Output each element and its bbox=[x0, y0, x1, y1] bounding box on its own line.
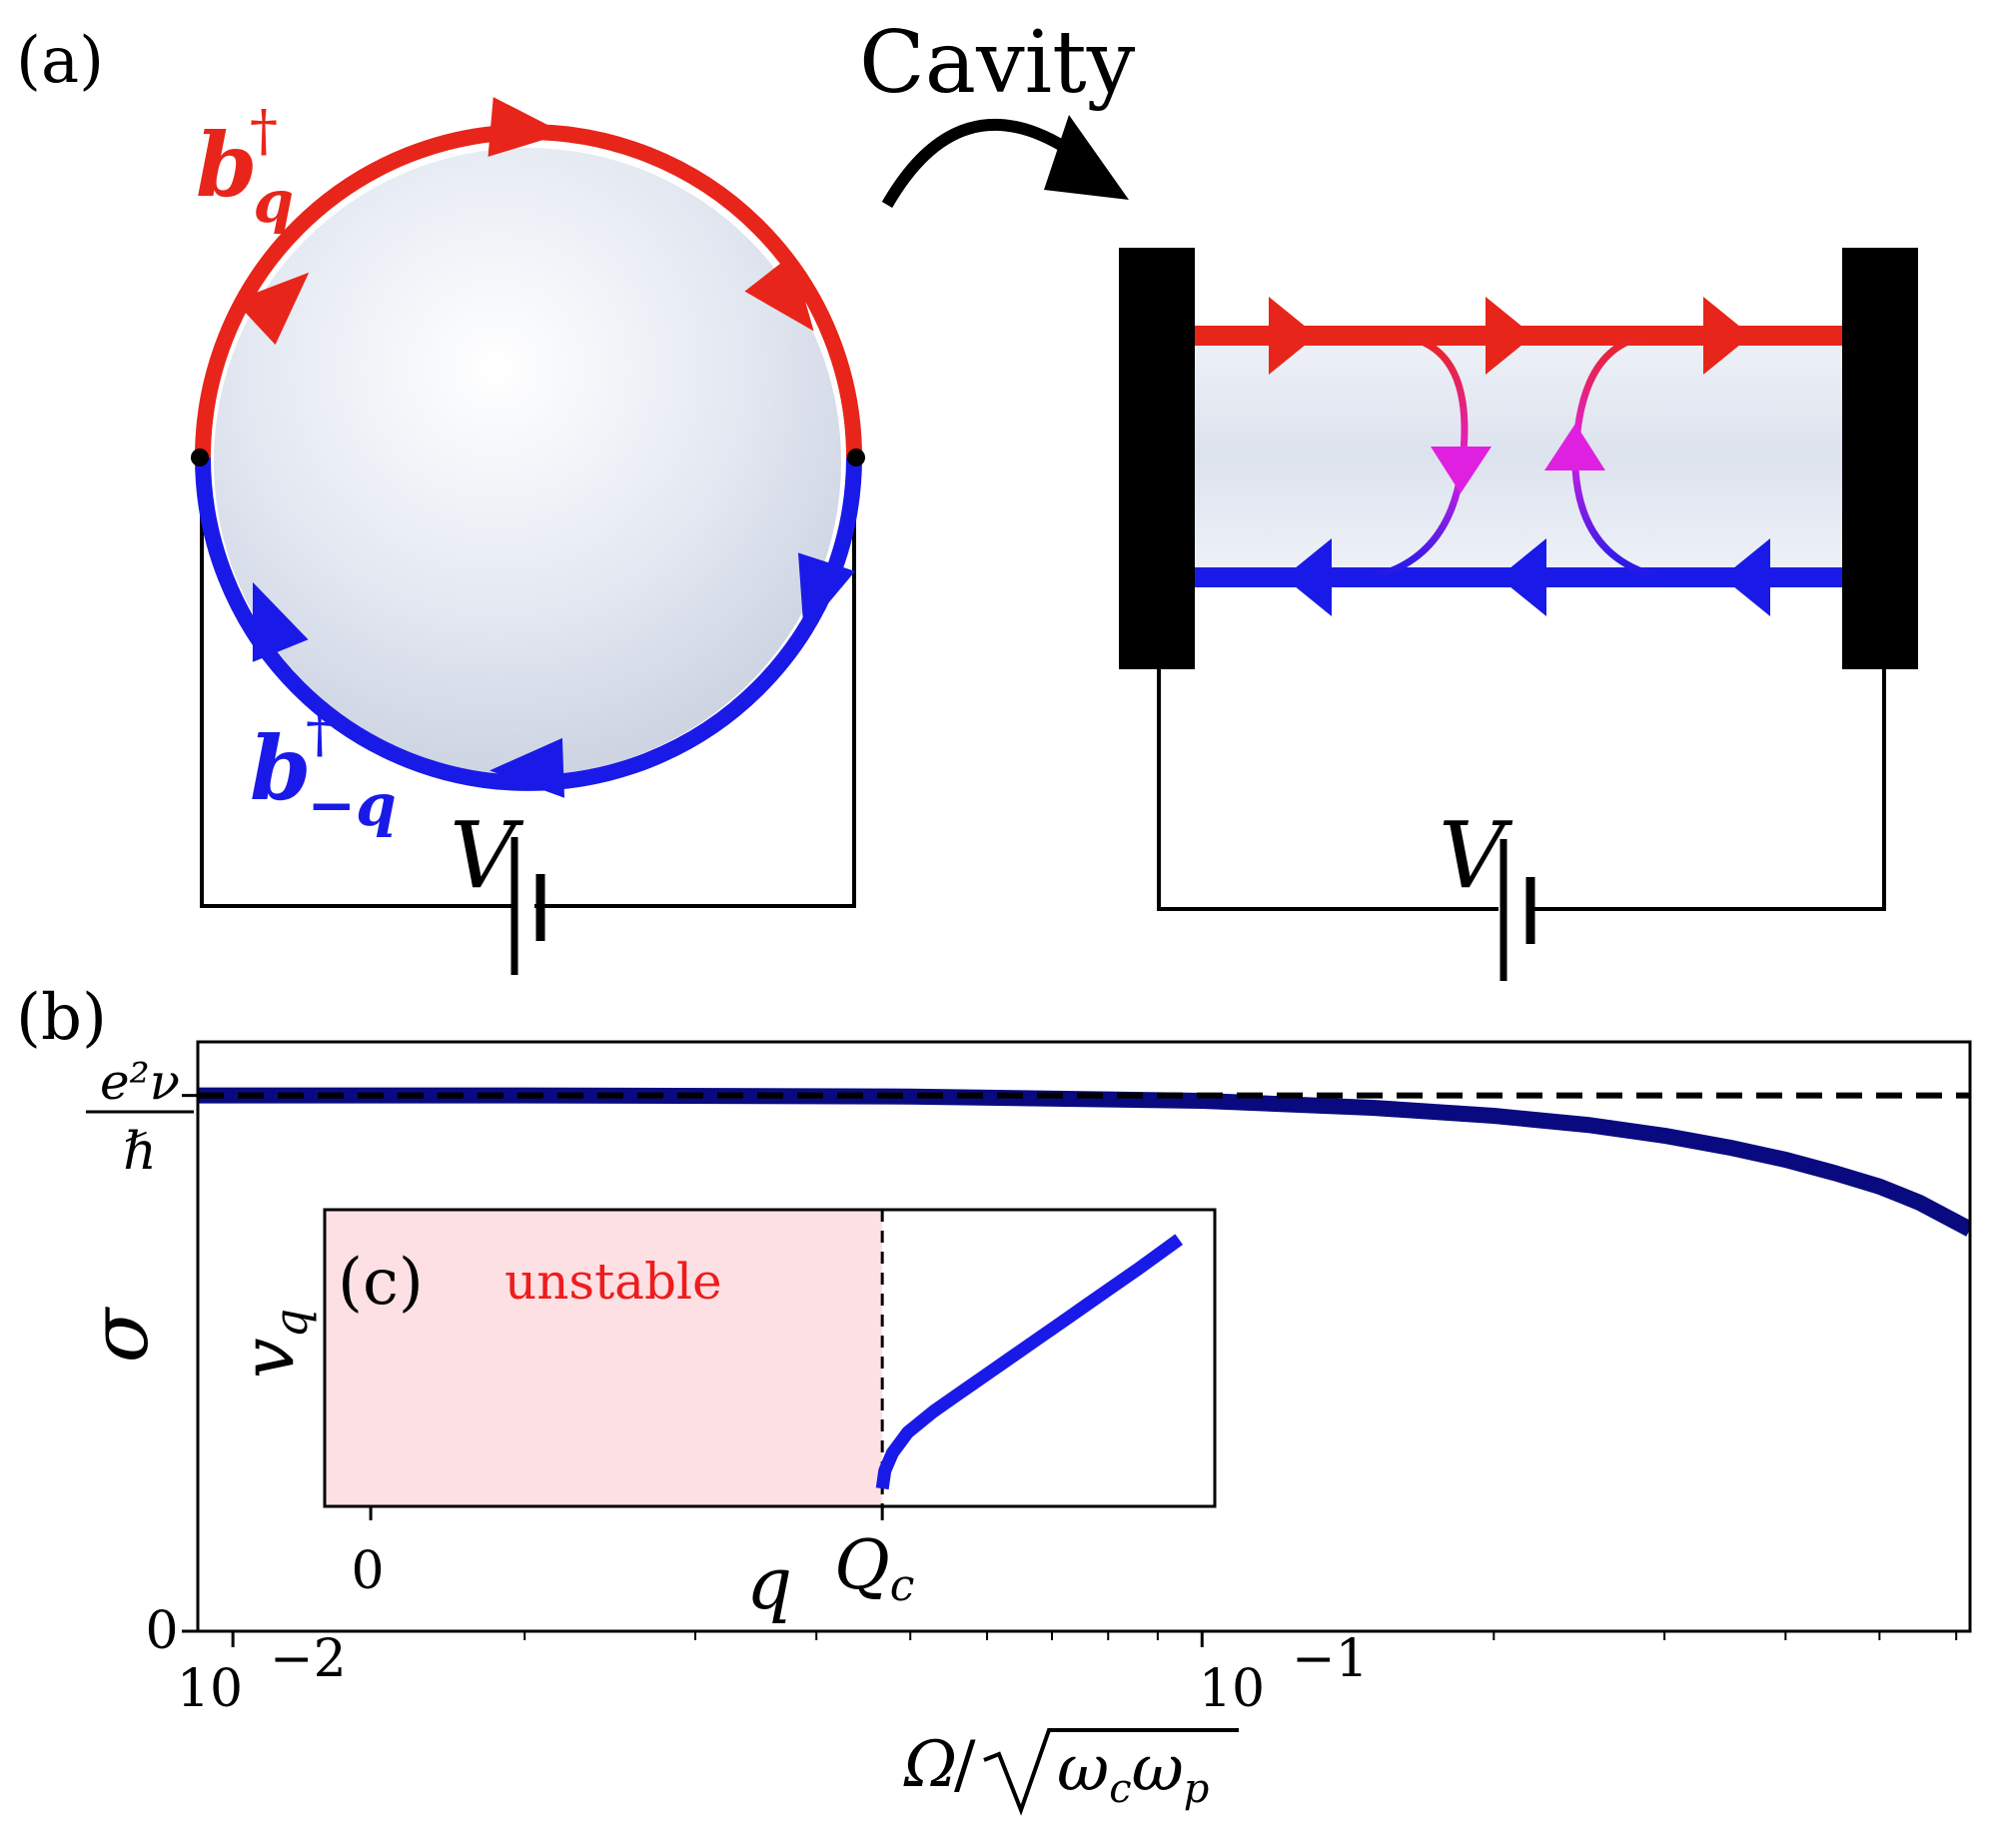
svg-text:−1: −1 bbox=[1292, 1629, 1369, 1689]
inset-y-label: vq bbox=[226, 1309, 318, 1379]
svg-text:ωcωp: ωcωp bbox=[1057, 1732, 1209, 1812]
plot-frame bbox=[196, 1040, 1972, 1633]
left-mirror bbox=[1119, 248, 1195, 669]
svg-text:10: 10 bbox=[177, 1659, 243, 1719]
top-operator-label: bq bbox=[196, 113, 294, 236]
unstable-region bbox=[325, 1210, 883, 1506]
y-axis-label: σ bbox=[73, 1306, 166, 1363]
unstable-label: unstable bbox=[504, 1253, 722, 1311]
x-axis-label: Ω / ωcωp bbox=[903, 1728, 1239, 1816]
quantum-hall-disk bbox=[214, 148, 841, 775]
cavity-arrow-curve bbox=[881, 118, 1073, 208]
inset-frame bbox=[323, 1208, 1217, 1508]
x-tick-label-1e-1: 10 −1 bbox=[1199, 1629, 1369, 1719]
panel-b-label: (b) bbox=[16, 981, 107, 1055]
right-mirror bbox=[1842, 248, 1918, 669]
svg-text:Ω: Ω bbox=[903, 1728, 957, 1802]
cavity-bottom-arrows bbox=[1284, 538, 1770, 616]
panel-c-label: (c) bbox=[338, 1246, 424, 1320]
voltage-label-right: V bbox=[1439, 802, 1513, 909]
svg-text:−2: −2 bbox=[270, 1629, 347, 1689]
y-tick-label-zero: 0 bbox=[145, 1601, 178, 1661]
bottom-edge-arrows bbox=[252, 552, 856, 798]
velocity-inset bbox=[323, 1208, 1217, 1520]
svg-text:/: / bbox=[954, 1728, 976, 1802]
left-circuit bbox=[200, 458, 856, 975]
inset-x-label: q bbox=[746, 1541, 792, 1625]
top-operator-dagger: † bbox=[250, 99, 278, 164]
svg-text:10: 10 bbox=[1199, 1659, 1265, 1719]
backscatter-arrow-down bbox=[1431, 447, 1492, 493]
y-tick-label-top-num: e²ν bbox=[100, 1053, 180, 1111]
cavity-interior bbox=[1195, 335, 1842, 574]
cavity-label: Cavity bbox=[859, 13, 1136, 113]
backscatter-arrow-up bbox=[1544, 424, 1605, 470]
inset-x-tick-qc: Qc bbox=[834, 1526, 914, 1611]
y-tick-label-top-den: ℏ bbox=[123, 1122, 157, 1182]
velocity-curve bbox=[875, 1234, 1184, 1490]
top-edge-arrows bbox=[234, 97, 814, 346]
bottom-operator-dagger: † bbox=[306, 700, 334, 765]
panel-a-label: (a) bbox=[16, 24, 104, 98]
contact-dot-left bbox=[191, 449, 209, 466]
inset-x-tick-zero: 0 bbox=[351, 1541, 384, 1601]
cavity-arrowhead bbox=[1044, 115, 1129, 200]
bottom-operator-label: b−q bbox=[250, 716, 397, 839]
voltage-label-left: V bbox=[450, 802, 524, 909]
contact-dot-right bbox=[847, 449, 865, 466]
right-circuit bbox=[1157, 669, 1886, 981]
x-tick-label-1e-2: 10 −2 bbox=[177, 1629, 347, 1719]
cavity-top-arrows bbox=[1269, 297, 1751, 375]
